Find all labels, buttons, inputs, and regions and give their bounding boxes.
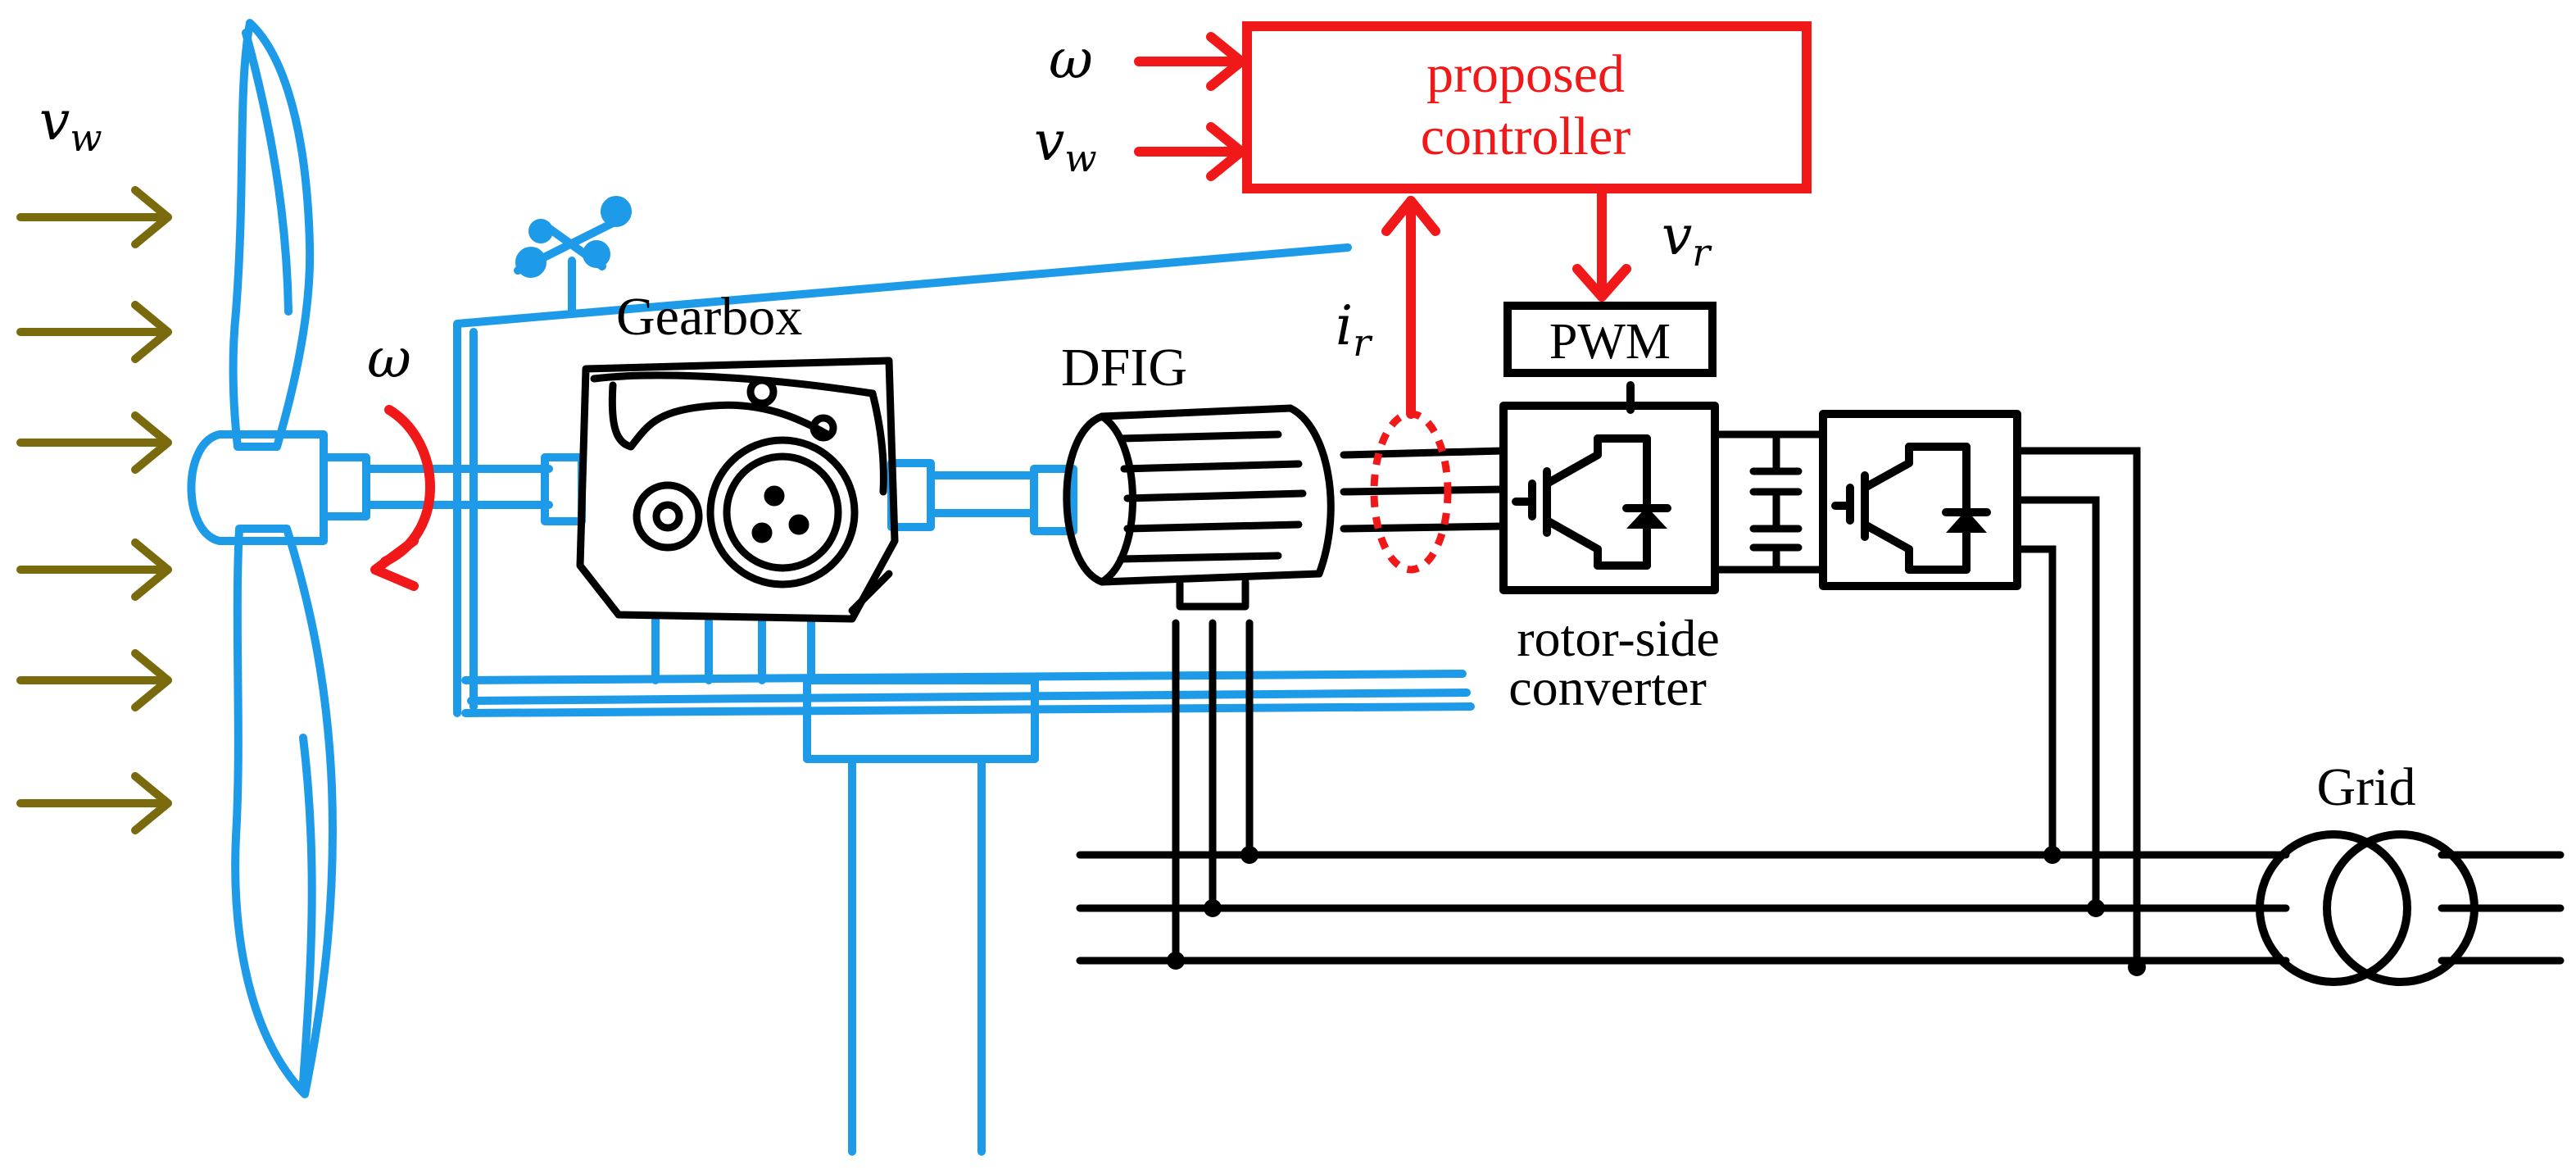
controller-signals [1134,32,1631,419]
dfig-label: DFIG [1061,338,1187,398]
wind-arrows [16,186,172,834]
rotor-side-converter-icon [1499,381,1719,594]
grid-label: Grid [2317,757,2416,817]
upper-blade-icon [229,19,315,451]
dfig-generator-icon [1063,404,1335,611]
nacelle-frame [453,243,1352,717]
lower-blade-icon [231,525,337,1098]
tower-base [803,676,1039,763]
wind-arrow-3-icon [16,411,172,474]
wind-arrow-4-icon [16,539,172,601]
pwm-label: PWM [1549,314,1671,370]
power-wiring [1076,430,2565,971]
gearbox-icon [576,357,899,623]
pwm-block [1503,302,1717,377]
wind-arrow-1-icon [16,186,172,248]
gearbox-label: Gearbox [616,287,802,347]
controller-input-omega-label: ω [1049,28,1093,91]
wind-arrow-2-icon [16,301,172,363]
anemometer-icon [514,196,632,316]
omega-label: ω [367,327,411,390]
bus-junction-dots [1167,846,2146,976]
turbine-structure [187,19,1475,1156]
rsc-label-line1: rotor-side [1517,609,1720,667]
wind-speed-label: vw [39,89,102,160]
wind-arrow-6-icon [16,772,172,834]
proposed-controller-block [1242,21,1812,193]
hub-icon [187,430,328,545]
rotor-shaft-housing [320,453,370,520]
vr-label: vr [1662,204,1712,275]
grid-side-converter-icon [1819,410,2021,590]
rsc-label-line2: converter [1508,658,1707,716]
controller-label-line2: controller [1421,107,1631,166]
coupling-right [1030,465,1077,535]
rotation-arrow-icon [380,405,435,566]
controller-label-line1: proposed [1426,44,1625,104]
ir-label: ir [1336,294,1373,365]
wind-arrow-5-icon [16,649,172,711]
controller-input-vw-label: vw [1034,110,1097,180]
grid-transformer-icon [2256,830,2478,986]
